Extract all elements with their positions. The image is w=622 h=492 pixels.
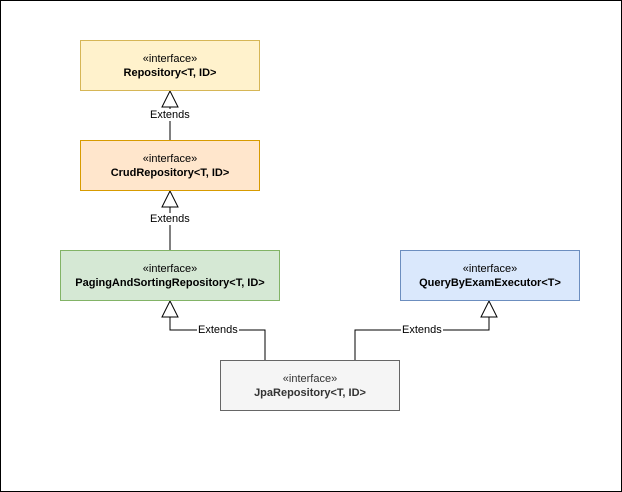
node-crud-repository[interactable]: «interface» CrudRepository<T, ID> (80, 140, 260, 191)
node-stereotype: «interface» (142, 152, 198, 165)
node-name: Repository<T, ID> (123, 66, 217, 79)
inheritance-arrowhead (161, 89, 179, 108)
edge-label-paging-crud: Extends (149, 213, 191, 225)
inheritance-arrowhead (161, 299, 179, 318)
edge-label-jpa-qbe: Extends (401, 324, 443, 336)
node-stereotype: «interface» (462, 262, 518, 275)
node-jpa-repository[interactable]: «interface» JpaRepository<T, ID> (220, 360, 400, 411)
edge-label-jpa-paging: Extends (197, 324, 239, 336)
inheritance-arrowhead (161, 189, 179, 208)
node-name: PagingAndSortingRepository<T, ID> (75, 276, 265, 289)
node-name: QueryByExamExecutor<T> (419, 276, 561, 289)
node-paging-and-sorting-repository[interactable]: «interface» PagingAndSortingRepository<T… (60, 250, 280, 301)
edge-label-crud-repository: Extends (149, 109, 191, 121)
inheritance-arrowhead (480, 299, 498, 318)
node-stereotype: «interface» (142, 52, 198, 65)
node-name: JpaRepository<T, ID> (254, 386, 366, 399)
node-query-by-exam-executor[interactable]: «interface» QueryByExamExecutor<T> (400, 250, 580, 301)
node-stereotype: «interface» (142, 262, 198, 275)
node-name: CrudRepository<T, ID> (110, 166, 230, 179)
node-stereotype: «interface» (282, 372, 338, 385)
node-repository[interactable]: «interface» Repository<T, ID> (80, 40, 260, 91)
